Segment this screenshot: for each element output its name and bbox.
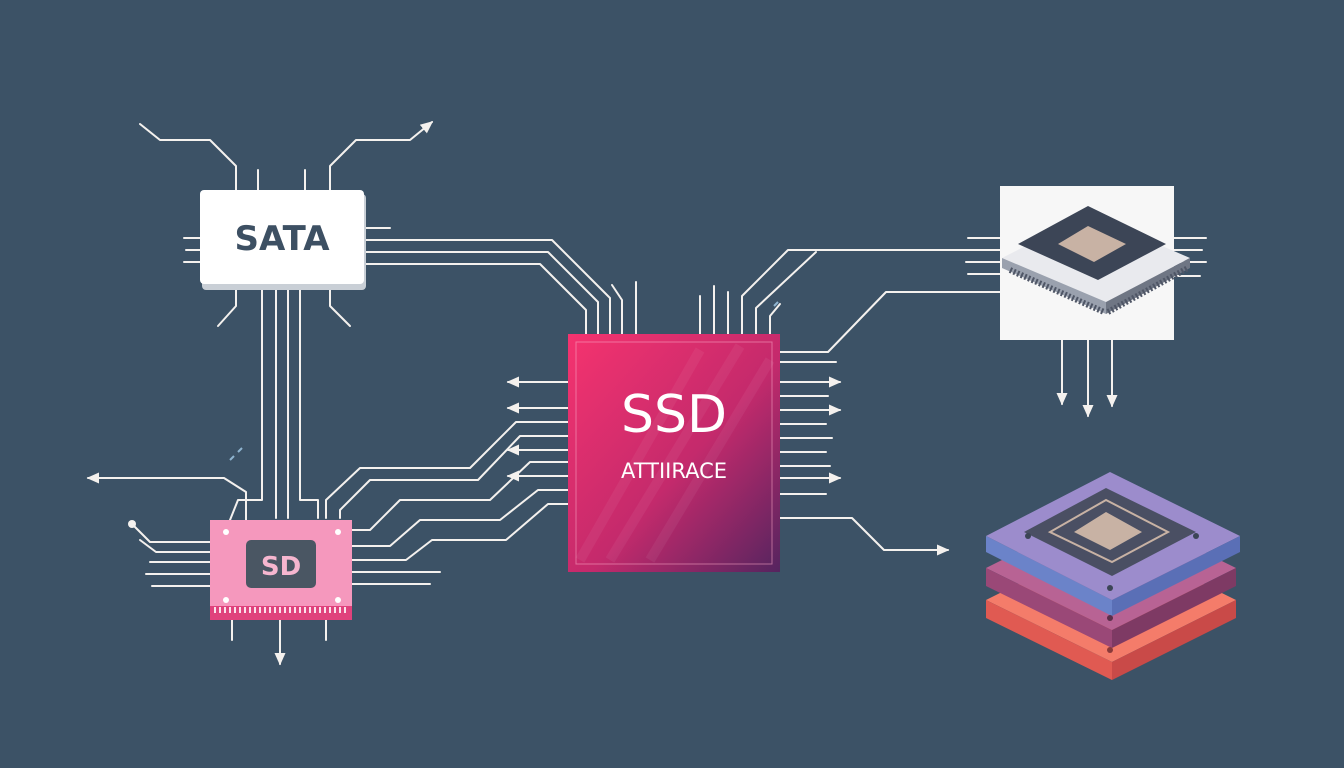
- wire: [365, 263, 587, 335]
- texture-streaks: [575, 343, 775, 563]
- cpu-chip-icon: [1000, 186, 1190, 340]
- wire: [131, 523, 213, 543]
- wire-terminal: [128, 520, 136, 528]
- wire: [351, 503, 569, 561]
- wire: [365, 251, 599, 335]
- wire: [217, 289, 237, 327]
- wire: [139, 123, 237, 193]
- accent-dash: [229, 447, 243, 461]
- wire: [741, 249, 1007, 335]
- sd-label: SD: [261, 552, 301, 582]
- sata-node: SATA: [200, 190, 366, 290]
- wire: [769, 303, 781, 335]
- wire: [779, 517, 950, 556]
- layered-chip-stack-icon: [986, 472, 1240, 680]
- ssd-subtitle: ATTIIRACE: [621, 459, 727, 483]
- wire: [329, 121, 434, 193]
- accent-dash: [773, 301, 779, 307]
- sd-label-box: [246, 540, 316, 588]
- wire: [139, 539, 213, 553]
- wire: [351, 489, 569, 547]
- wire: [755, 251, 817, 335]
- wire: [365, 239, 611, 335]
- wire: [351, 461, 569, 531]
- wire: [325, 421, 569, 519]
- wire: [299, 289, 319, 519]
- ssd-node: SSD ATTIIRACE: [568, 334, 780, 572]
- sata-label: SATA: [234, 219, 330, 259]
- wire: [779, 291, 1003, 353]
- wire: [611, 284, 623, 335]
- ssd-title: SSD: [621, 385, 727, 445]
- wire: [86, 472, 247, 521]
- wire: [229, 289, 263, 521]
- connection-wires: [86, 121, 1207, 666]
- wire: [329, 289, 351, 327]
- sd-node: SD: [210, 520, 352, 620]
- wire: [339, 435, 569, 519]
